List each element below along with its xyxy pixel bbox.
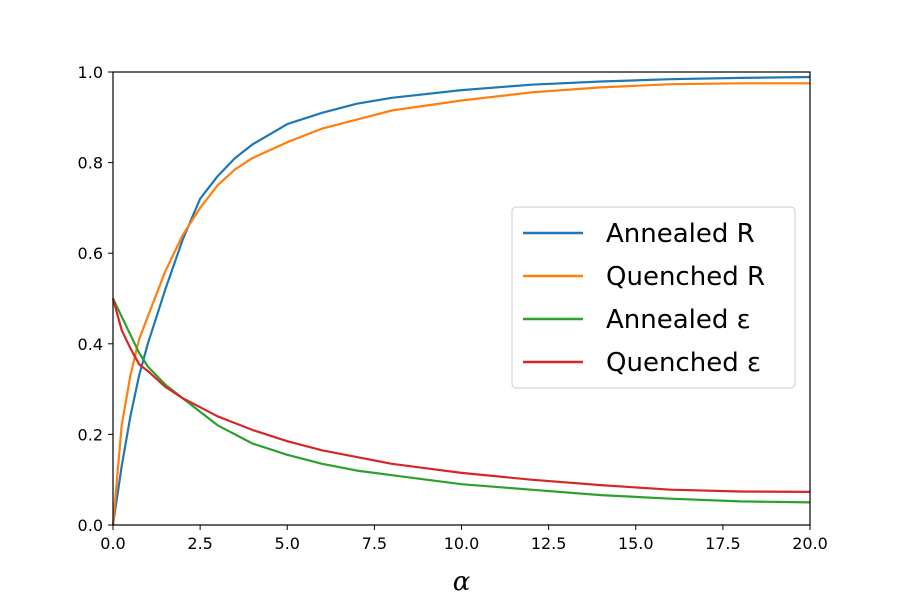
legend-box bbox=[511, 206, 796, 389]
x-tick-label: 20.0 bbox=[792, 534, 828, 553]
x-tick-label: 12.5 bbox=[531, 534, 567, 553]
legend-label-0: Annealed R bbox=[606, 219, 755, 249]
plot-lines bbox=[111, 75, 811, 526]
legend-label-1: Quenched R bbox=[606, 262, 765, 292]
legend-label-2: Annealed ε bbox=[606, 305, 751, 335]
x-tick-label: 17.5 bbox=[705, 534, 741, 553]
y-tick-label: 0.4 bbox=[78, 335, 103, 354]
y-tick-label: 0.2 bbox=[78, 425, 103, 444]
y-tick-label: 1.0 bbox=[78, 63, 103, 82]
series-line-2 bbox=[112, 298, 811, 504]
x-axis-ticks: 0.0 2.5 5.0 7.5 10.0 12.5 15.0 17.5 20.0 bbox=[100, 525, 828, 553]
x-tick-label: 10.0 bbox=[444, 534, 480, 553]
series-line-3 bbox=[111, 298, 811, 493]
x-tick-label: 2.5 bbox=[187, 534, 212, 553]
y-tick-label: 0.0 bbox=[78, 516, 103, 535]
x-axis-label: α bbox=[453, 567, 471, 597]
series-line-1 bbox=[111, 82, 810, 526]
x-tick-label: 7.5 bbox=[362, 534, 387, 553]
x-tick-label: 5.0 bbox=[275, 534, 300, 553]
y-axis-ticks: 0.0 0.2 0.4 0.6 0.8 1.0 bbox=[78, 63, 113, 535]
x-tick-label: 0.0 bbox=[100, 534, 125, 553]
legend: Annealed R Quenched R Annealed ε Quenched ε bbox=[511, 206, 796, 389]
x-tick-label: 15.0 bbox=[618, 534, 654, 553]
series-line-0 bbox=[111, 75, 811, 526]
y-tick-label: 0.6 bbox=[78, 244, 103, 263]
legend-label-3: Quenched ε bbox=[606, 348, 761, 378]
y-tick-label: 0.8 bbox=[78, 154, 103, 173]
